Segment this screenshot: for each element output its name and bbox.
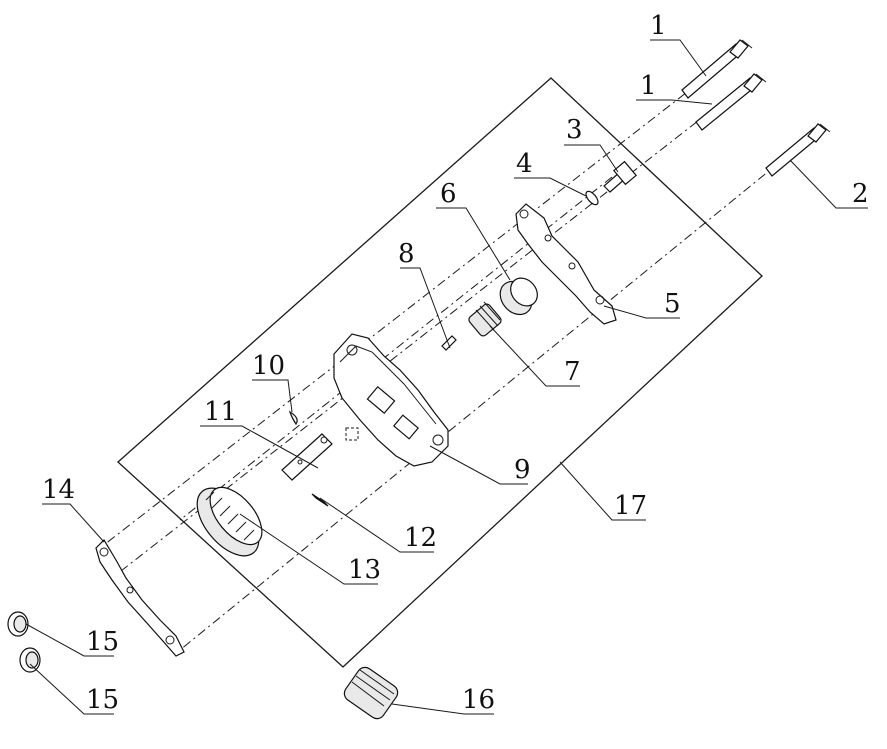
label-12: 12 — [404, 523, 437, 553]
bracket-plate-5 — [515, 203, 617, 325]
base-plate-outline — [117, 77, 763, 668]
shaft-11 — [281, 433, 333, 481]
bushing-15-lower — [19, 647, 41, 673]
label-16: 16 — [462, 685, 495, 715]
label-5: 5 — [664, 289, 681, 319]
bushing-15-upper — [7, 611, 29, 637]
washer-4 — [585, 190, 599, 206]
pin-2 — [765, 123, 831, 177]
gear-13 — [196, 486, 263, 557]
label-1-lower: 1 — [640, 71, 657, 101]
label-9: 9 — [514, 455, 531, 485]
label-3: 3 — [566, 115, 583, 145]
label-14: 14 — [42, 475, 75, 505]
label-4: 4 — [516, 149, 533, 179]
leader-lines — [25, 39, 868, 715]
label-1-upper: 1 — [650, 11, 667, 41]
pin-8 — [441, 335, 457, 351]
label-2: 2 — [852, 179, 869, 209]
label-6: 6 — [440, 179, 457, 209]
label-10: 10 — [252, 351, 285, 381]
label-15-upper: 15 — [86, 627, 119, 657]
callout-labels: 1 1 2 3 4 5 6 7 8 9 10 11 12 13 14 15 15… — [42, 11, 869, 715]
gear-7 — [468, 301, 502, 337]
label-13: 13 — [348, 555, 381, 585]
bolt-3 — [603, 160, 637, 193]
pin-1-upper — [681, 39, 753, 99]
bushing-6 — [499, 277, 538, 316]
label-8: 8 — [398, 239, 415, 269]
plate-14 — [95, 539, 185, 657]
clip-10 — [288, 410, 298, 426]
assembly-axes — [99, 81, 781, 651]
pin-12 — [311, 493, 329, 507]
roller-16 — [343, 666, 399, 720]
label-7: 7 — [564, 357, 581, 387]
label-11: 11 — [204, 397, 237, 427]
housing-9 — [333, 333, 449, 467]
pin-1-lower — [695, 73, 767, 131]
label-17: 17 — [614, 491, 647, 521]
label-15-lower: 15 — [86, 685, 119, 715]
